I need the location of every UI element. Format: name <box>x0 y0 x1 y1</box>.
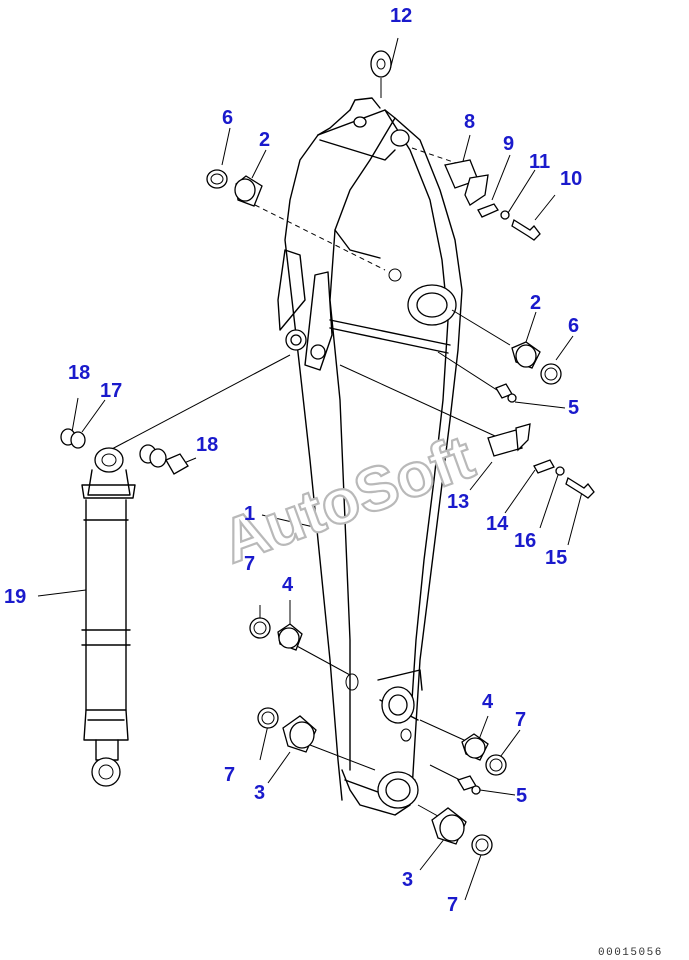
callout-12: 12 <box>390 5 412 27</box>
part-2-bushing-mid <box>511 341 541 369</box>
part-6-seal-upper <box>206 169 228 189</box>
part-4-bushing-a <box>277 623 303 651</box>
part-5-grease-fitting-lower <box>457 775 481 795</box>
part-7-seal-a <box>249 617 271 639</box>
callout-18: 18 <box>196 434 218 456</box>
callout-1: 1 <box>244 503 255 525</box>
part-13-pin <box>487 423 531 457</box>
callout-10: 10 <box>560 168 582 190</box>
drawing-code: 00015056 <box>598 947 663 959</box>
arm-body <box>277 97 463 816</box>
callout-18: 18 <box>68 362 90 384</box>
callout-5: 5 <box>516 785 527 807</box>
callout-16: 16 <box>514 530 536 552</box>
part-6-seal-mid <box>540 363 562 385</box>
callout-9: 9 <box>503 133 514 155</box>
part-3-bushing-b <box>431 807 467 845</box>
part-3-bushing-a <box>282 715 317 753</box>
part-7-seal-c <box>485 754 507 776</box>
part-19-cylinder <box>81 447 136 787</box>
callout-6: 6 <box>568 315 579 337</box>
part-14-plate <box>533 459 555 474</box>
callout-7: 7 <box>447 894 458 916</box>
leader-lines <box>37 37 583 901</box>
part-7-seal-d <box>471 834 493 856</box>
callout-17: 17 <box>100 380 122 402</box>
callout-19: 19 <box>4 586 26 608</box>
callout-labels: 12 6 2 8 9 11 10 2 6 5 18 17 18 1 13 14 … <box>4 5 582 916</box>
part-5-grease-fitting-upper <box>495 383 517 403</box>
part-8-pin <box>444 159 489 206</box>
callout-2: 2 <box>530 292 541 314</box>
callout-7: 7 <box>224 764 235 786</box>
callout-4: 4 <box>282 574 294 596</box>
part-4-bushing-b <box>461 733 489 761</box>
callout-14: 14 <box>486 513 509 535</box>
part-15-bolt <box>565 477 595 499</box>
part-12-shim <box>370 50 392 78</box>
callout-4: 4 <box>482 691 494 713</box>
part-2-bushing-upper <box>234 175 263 207</box>
callout-3: 3 <box>402 869 413 891</box>
callout-7: 7 <box>515 709 526 731</box>
callout-8: 8 <box>464 111 475 133</box>
callout-2: 2 <box>259 129 270 151</box>
callout-11: 11 <box>529 151 550 173</box>
part-11-washer <box>500 210 510 220</box>
callout-3: 3 <box>254 782 265 804</box>
callout-7: 7 <box>244 553 255 575</box>
part-18-shim-b <box>139 444 189 475</box>
part-17-shim <box>70 431 86 449</box>
part-9-plate <box>477 203 499 218</box>
part-10-bolt <box>511 219 541 241</box>
callout-13: 13 <box>447 491 469 513</box>
callout-5: 5 <box>568 397 579 419</box>
callout-6: 6 <box>222 107 233 129</box>
callout-15: 15 <box>545 547 567 569</box>
part-7-seal-b <box>257 707 279 729</box>
part-16-washer <box>555 466 565 476</box>
